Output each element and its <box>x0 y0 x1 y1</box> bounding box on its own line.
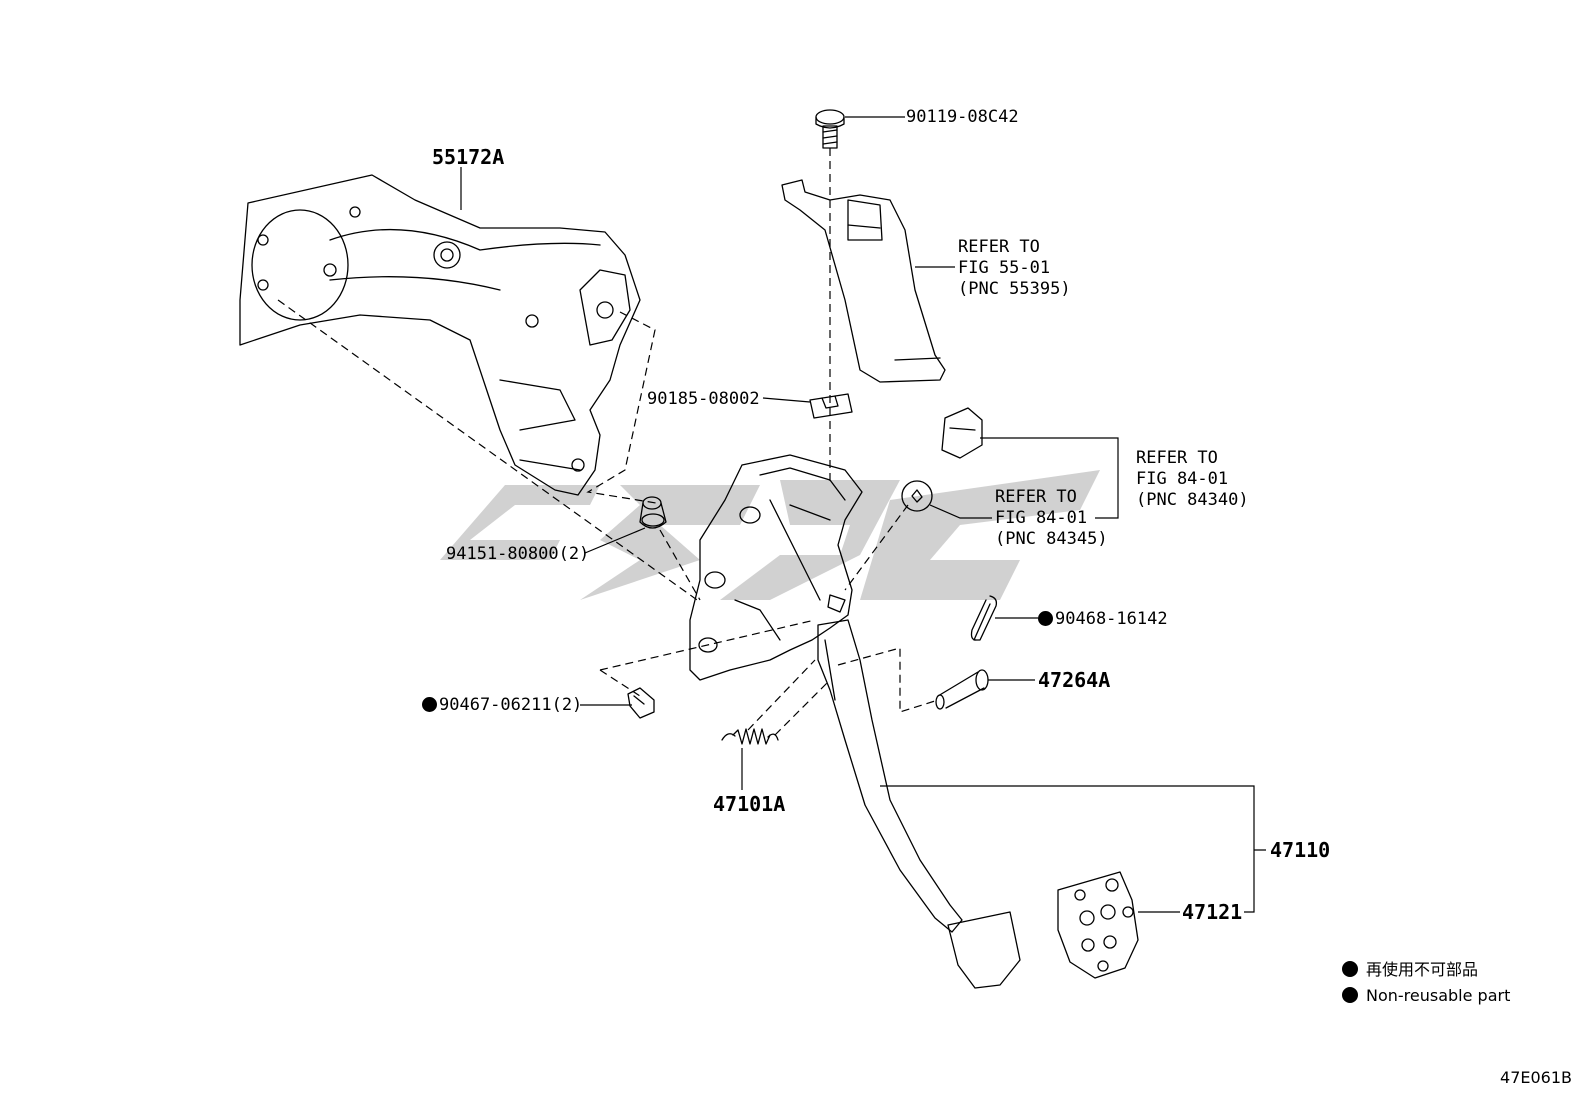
non-reusable-marker-icon <box>422 697 437 712</box>
refer-note-stop-pad: REFER TO FIG 84-01 (PNC 84340) <box>1136 448 1249 511</box>
guide-line-8 <box>747 659 816 731</box>
refer-note-line: REFER TO <box>995 487 1077 507</box>
guide-line-5 <box>599 669 641 697</box>
part-label-90185: 90185-08002 <box>647 389 760 409</box>
part-label-90467-row: 90467-06211(2) <box>422 695 582 716</box>
non-reusable-marker-icon <box>1038 611 1053 626</box>
guide-line-3 <box>659 529 701 601</box>
upper-bracket <box>781 179 946 383</box>
cushion-94151 <box>639 496 667 529</box>
part-label-90468: 90468-16142 <box>1055 609 1168 629</box>
leader-90185 <box>762 397 811 403</box>
watermark-logo <box>440 470 1100 600</box>
pedal-pad-47121 <box>1057 871 1139 979</box>
switch-part <box>901 480 933 512</box>
refer-note-switch: REFER TO FIG 84-01 (PNC 84345) <box>995 487 1108 550</box>
guide-line-4 <box>599 619 816 671</box>
refer-note-bracket: REFER TO FIG 55-01 (PNC 55395) <box>958 237 1071 300</box>
part-label-90467: 90467-06211(2) <box>439 695 583 715</box>
part-label-47101a: 47101A <box>713 792 786 816</box>
refer-note-line: FIG 84-01 <box>995 508 1088 528</box>
guide-line-9 <box>837 647 939 713</box>
non-reusable-marker-icon <box>1342 987 1358 1003</box>
guide-line-7 <box>774 679 831 736</box>
leader-47110 <box>880 785 1266 913</box>
stop-pad <box>941 407 983 459</box>
figure-code: 47E061B <box>1500 1068 1572 1087</box>
part-label-90119: 90119-08C42 <box>906 107 1019 127</box>
refer-note-line: (PNC 84345) <box>995 529 1108 549</box>
refer-note-line: (PNC 55395) <box>958 279 1071 299</box>
clip-90467 <box>627 687 655 719</box>
leader-pad-ref <box>980 437 1119 519</box>
leader-switch-ref <box>929 504 992 519</box>
legend-en-text: Non-reusable part <box>1366 986 1511 1005</box>
leader-94151 <box>584 527 646 554</box>
guide-line-6 <box>844 504 909 591</box>
part-label-47121: 47121 <box>1182 900 1243 924</box>
legend: 再使用不可部品 Non-reusable part <box>1342 957 1510 1009</box>
legend-row-en: Non-reusable part <box>1342 983 1510 1009</box>
part-label-47110: 47110 <box>1270 838 1331 862</box>
legend-row-jp: 再使用不可部品 <box>1342 957 1510 983</box>
pedal-lever-47110 <box>817 619 1021 989</box>
refer-note-line: REFER TO <box>958 237 1040 257</box>
non-reusable-marker-icon <box>1342 961 1358 977</box>
guide-line-2 <box>586 311 657 504</box>
refer-note-line: FIG 84-01 <box>1136 469 1229 489</box>
bolt-90119 <box>815 109 845 149</box>
pin-47264a <box>935 669 989 710</box>
part-label-55172a: 55172A <box>432 145 505 169</box>
guide-line-1 <box>277 299 701 603</box>
part-label-94151: 94151-80800(2) <box>446 544 590 564</box>
spring-47101a <box>721 728 779 745</box>
refer-note-line: REFER TO <box>1136 448 1218 468</box>
legend-jp-text: 再使用不可部品 <box>1366 960 1479 979</box>
refer-note-line: (PNC 84340) <box>1136 490 1249 510</box>
part-label-47264a: 47264A <box>1038 668 1111 692</box>
clip-90468 <box>970 595 998 641</box>
pedal-support-bracket <box>689 454 863 681</box>
bracket-55172a <box>239 174 641 496</box>
part-label-90468-row: 90468-16142 <box>1038 609 1168 630</box>
nut-90185 <box>809 393 853 419</box>
refer-note-line: FIG 55-01 <box>958 258 1051 278</box>
